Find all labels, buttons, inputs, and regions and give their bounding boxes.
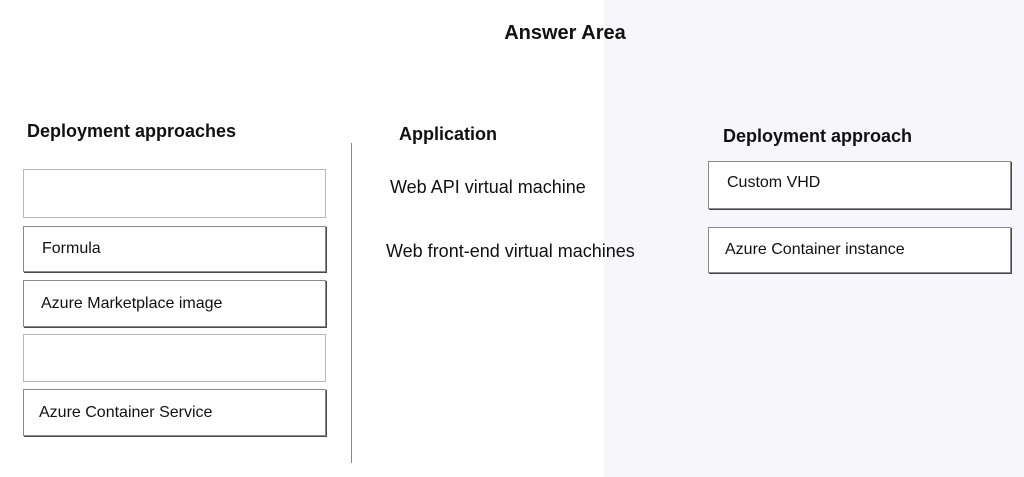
- approach-item-empty-1[interactable]: [23, 169, 326, 218]
- application-web-frontend-vms: Web front-end virtual machines: [386, 241, 635, 261]
- deployment-approach-heading: Deployment approach: [723, 126, 913, 146]
- answer-slot-web-api[interactable]: Custom VHD: [708, 161, 1011, 209]
- approaches-heading: Deployment approaches: [27, 121, 237, 141]
- application-web-api-vm: Web API virtual machine: [390, 177, 586, 197]
- approach-item-container-service[interactable]: Azure Container Service: [23, 389, 326, 436]
- answer-area-title: Answer Area: [504, 22, 626, 44]
- approach-item-label: Azure Container Service: [39, 403, 213, 421]
- answer-slot-label: Custom VHD: [727, 174, 821, 191]
- application-heading: Application: [399, 124, 497, 144]
- approach-item-empty-2[interactable]: [23, 334, 326, 382]
- approach-item-formula[interactable]: Formula: [23, 226, 326, 272]
- answer-slot-web-frontend[interactable]: Azure Container instance: [708, 227, 1011, 273]
- column-divider: [351, 143, 352, 463]
- approach-item-label: Formula: [42, 240, 101, 257]
- answer-slot-label: Azure Container instance: [725, 241, 905, 258]
- approach-item-label: Azure Marketplace image: [41, 294, 223, 312]
- approach-item-marketplace-image[interactable]: Azure Marketplace image: [23, 280, 326, 327]
